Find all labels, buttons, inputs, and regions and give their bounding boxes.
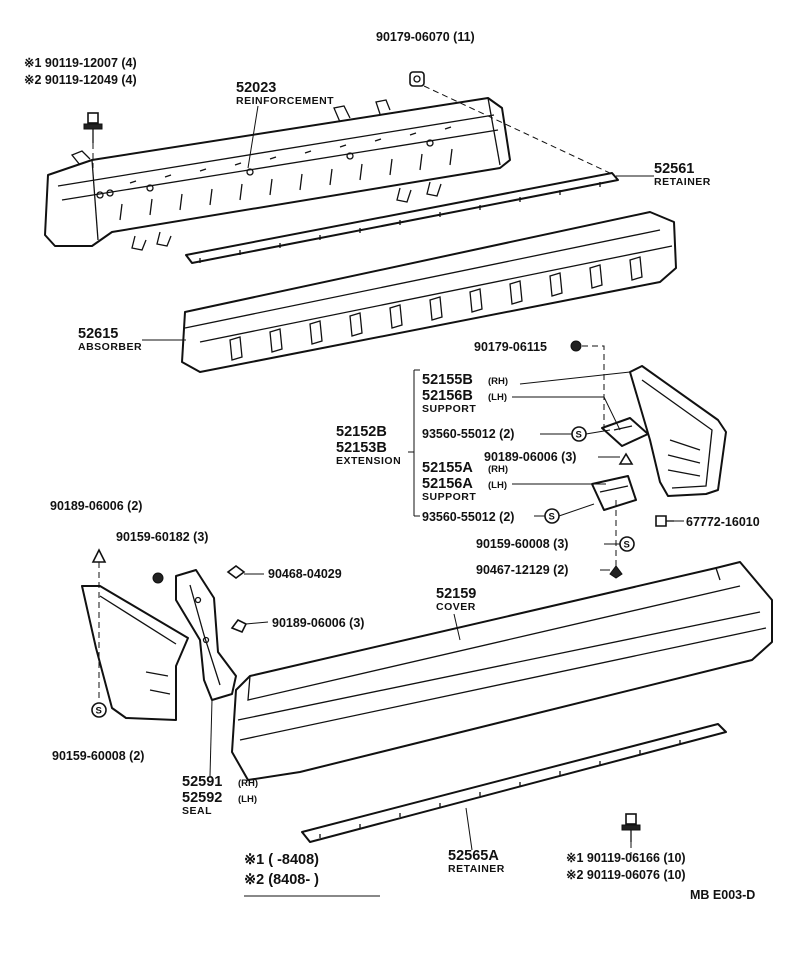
retainer-lower-name: RETAINER <box>448 863 505 875</box>
screw-right-icon <box>655 515 674 527</box>
absorber-name: ABSORBER <box>78 341 142 353</box>
clip-mid-icon <box>230 618 248 634</box>
support-a-rh-side: (RH) <box>488 464 508 475</box>
support-a-rh-number: 52155A <box>422 460 473 476</box>
absorber-part <box>181 211 677 373</box>
retainer-upper-number: 52561 <box>654 161 694 177</box>
seal-part <box>175 569 237 701</box>
absorber-number: 52615 <box>78 326 118 342</box>
reinforcement-part <box>44 97 511 251</box>
diagram-code: MB E003-D <box>690 888 755 902</box>
screw-bottom-left-label: 90159-60008 (2) <box>52 749 144 763</box>
seal-rh-side: (RH) <box>238 778 258 789</box>
screw-left-icon <box>152 572 164 584</box>
bolt-bottom-label-2: ※2 90119-06076 (10) <box>566 868 686 882</box>
clip-upper-label: 90189-06006 (3) <box>484 450 576 464</box>
seal-lh-number: 52592 <box>182 790 222 806</box>
footnote-line-1: ※1 ( -8408) <box>244 852 319 868</box>
screw-right-label: 67772-16010 <box>686 515 760 529</box>
support-a-name: SUPPORT <box>422 491 476 503</box>
clip-small-label: 90467-12129 (2) <box>476 563 568 577</box>
clip-small-icon <box>609 565 623 579</box>
assembly-lines <box>92 85 632 860</box>
retainer-upper-part <box>185 172 619 264</box>
support-b-lh-side: (LH) <box>488 392 507 403</box>
seal-lh-side: (LH) <box>238 794 257 805</box>
bolt-bottom-icon <box>621 813 641 842</box>
svg-text:S: S <box>549 512 555 523</box>
extension-number-2: 52153B <box>336 440 387 456</box>
screw-mid-label: 90159-60008 (3) <box>476 537 568 551</box>
support-b-part <box>601 417 649 447</box>
svg-text:S: S <box>624 540 630 551</box>
seal-name: SEAL <box>182 805 212 817</box>
extension-number-1: 52152B <box>336 424 387 440</box>
washer-upper-icon: S <box>571 426 587 442</box>
retainer-lower-part <box>301 723 727 843</box>
svg-text:S: S <box>96 706 102 717</box>
left-extension-part <box>81 585 189 721</box>
washer-lower-label: 93560-55012 (2) <box>422 510 514 524</box>
extension-name: EXTENSION <box>336 455 401 467</box>
seal-rh-number: 52591 <box>182 774 222 790</box>
washer-mid-icon: S <box>619 536 635 552</box>
washer-left-icon: S <box>91 702 107 718</box>
retainer-upper-name: RETAINER <box>654 176 711 188</box>
nut-left-label: 90468-04029 <box>268 567 342 581</box>
retainer-lower-number: 52565A <box>448 848 499 864</box>
support-b-lh-number: 52156B <box>422 388 473 404</box>
bolt-top-icon <box>83 112 103 143</box>
bolt-bottom-label-1: ※1 90119-06166 (10) <box>566 851 686 865</box>
clip-upper-icon <box>618 452 634 465</box>
washer-lower-icon: S <box>544 508 560 524</box>
svg-text:S: S <box>576 430 582 441</box>
cover-name: COVER <box>436 601 476 613</box>
reinforcement-number: 52023 <box>236 80 276 96</box>
screw-left-label: 90159-60182 (3) <box>116 530 208 544</box>
clip-left-icon <box>91 548 107 563</box>
support-a-lh-number: 52156A <box>422 476 473 492</box>
footnote-line-2: ※2 (8408- ) <box>244 872 319 888</box>
bolt-top-label-2: ※2 90119-12049 (4) <box>24 73 137 87</box>
nut-top-icon <box>409 71 425 87</box>
support-b-name: SUPPORT <box>422 403 476 415</box>
nut-support-icon <box>570 340 582 352</box>
clip-left-label: 90189-06006 (2) <box>50 499 142 513</box>
support-a-part <box>591 475 637 511</box>
nut-left-icon <box>226 565 246 579</box>
leader-lines <box>142 105 684 897</box>
support-b-rh-side: (RH) <box>488 376 508 387</box>
reinforcement-name: REINFORCEMENT <box>236 95 334 107</box>
nut-top-label: 90179-06070 (11) <box>376 30 475 44</box>
washer-upper-label: 93560-55012 (2) <box>422 427 514 441</box>
clip-mid-label: 90189-06006 (3) <box>272 616 364 630</box>
support-b-rh-number: 52155B <box>422 372 473 388</box>
extension-bracket-part <box>629 365 727 497</box>
cover-part <box>231 561 773 781</box>
support-a-lh-side: (LH) <box>488 480 507 491</box>
bolt-top-label-1: ※1 90119-12007 (4) <box>24 56 137 70</box>
cover-number: 52159 <box>436 586 476 602</box>
nut-support-label: 90179-06115 <box>474 340 547 354</box>
